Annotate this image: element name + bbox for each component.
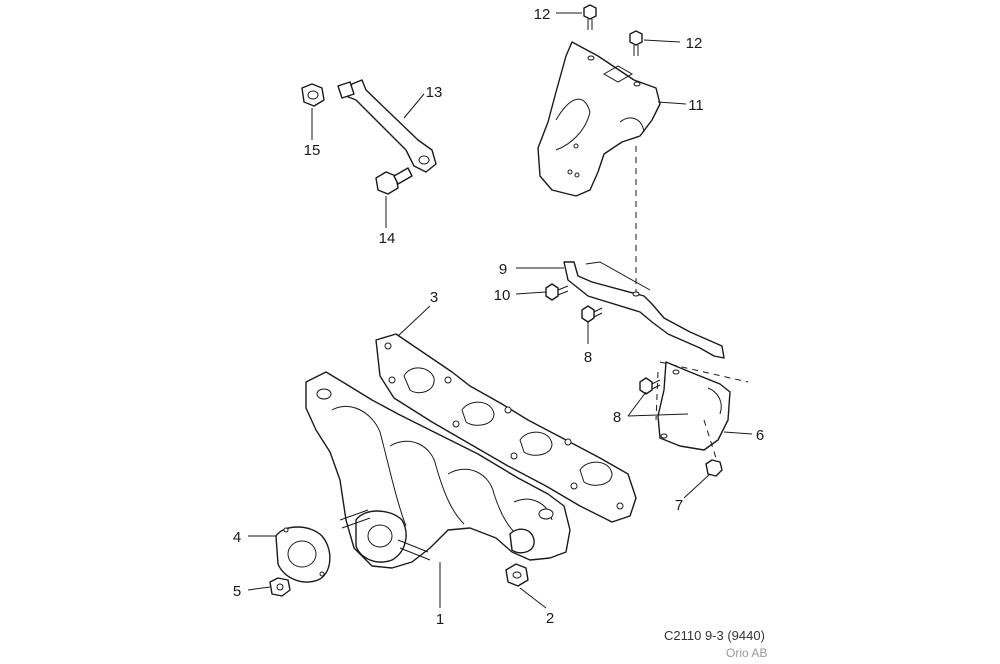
part-3-gasket xyxy=(375,333,637,523)
label-15: 15 xyxy=(304,142,321,159)
label-3: 3 xyxy=(430,289,438,306)
part-13-bracket xyxy=(337,79,437,173)
part-15-nut xyxy=(301,83,325,107)
part-7-nut xyxy=(705,459,723,477)
part-4-flange-gasket xyxy=(275,526,331,583)
part-6-shield xyxy=(657,361,731,451)
label-14: 14 xyxy=(379,230,396,247)
label-8-upper: 8 xyxy=(584,349,592,366)
label-6: 6 xyxy=(756,427,764,444)
copyright-text: Orio AB xyxy=(726,646,768,660)
label-5: 5 xyxy=(233,583,241,600)
label-9: 9 xyxy=(499,261,507,278)
label-10: 10 xyxy=(494,287,511,304)
label-1: 1 xyxy=(436,611,444,628)
label-2: 2 xyxy=(546,610,554,627)
part-11-heat-shield xyxy=(537,41,661,197)
leader-lines xyxy=(247,12,753,609)
diagram-reference: C2110 9-3 (9440) xyxy=(664,628,765,643)
part-2-nut xyxy=(505,563,529,587)
label-11: 11 xyxy=(688,97,704,114)
label-12-right: 12 xyxy=(686,35,703,52)
part-1-exhaust-manifold xyxy=(305,371,571,569)
label-12-left: 12 xyxy=(534,6,551,23)
part-14-bolt xyxy=(375,167,413,195)
label-7: 7 xyxy=(675,497,683,514)
label-4: 4 xyxy=(233,529,241,546)
part-5-nut xyxy=(269,577,291,597)
part-12-bolt-b xyxy=(629,30,643,56)
part-8-bolt-b xyxy=(639,377,661,395)
part-9-bracket xyxy=(563,261,725,359)
part-labels: 1 2 3 4 5 6 7 8 8 9 10 11 12 12 13 14 15 xyxy=(233,6,764,628)
part-10-bolt xyxy=(545,283,569,301)
part-8-bolt-a xyxy=(581,305,603,323)
part-12-bolt-a xyxy=(583,4,597,30)
label-13: 13 xyxy=(426,84,443,101)
label-8-lower: 8 xyxy=(613,409,621,426)
